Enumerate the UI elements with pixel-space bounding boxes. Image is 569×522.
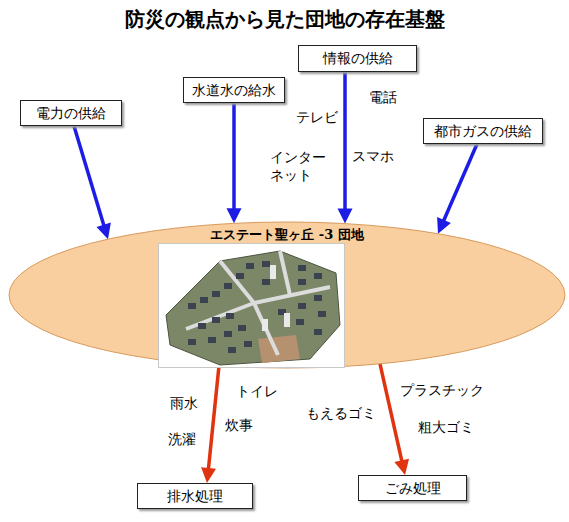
supply-arrow bbox=[201, 366, 219, 483]
flow-label: 炊事 bbox=[225, 416, 253, 434]
estate-name: エステート聖ヶ丘 -3 団地 bbox=[8, 221, 566, 242]
estate-ellipse: エステート聖ヶ丘 -3 団地 bbox=[8, 221, 566, 369]
flow-label: テレビ bbox=[296, 108, 338, 126]
supply-arrow bbox=[437, 144, 477, 234]
arrow-shaft bbox=[343, 72, 347, 211]
supply-box: 水道水の給水 bbox=[183, 77, 285, 103]
flow-label: 粗大ゴミ bbox=[418, 418, 474, 436]
arrow-head bbox=[338, 209, 353, 224]
arrow-shaft bbox=[74, 126, 104, 227]
arrow-shaft bbox=[208, 366, 219, 470]
supply-box: ごみ処理 bbox=[358, 475, 467, 501]
estate-illustration bbox=[158, 243, 345, 368]
flow-label: 電話 bbox=[369, 88, 397, 106]
arrow-head bbox=[437, 217, 451, 234]
supply-arrow bbox=[227, 103, 242, 223]
flow-label: 雨水 bbox=[170, 394, 198, 412]
field bbox=[258, 335, 300, 363]
supply-box: 情報の供給 bbox=[298, 45, 417, 72]
arrow-head bbox=[394, 459, 409, 475]
road bbox=[254, 287, 330, 303]
arrow-shaft bbox=[232, 103, 236, 210]
flow-label: トイレ bbox=[236, 382, 278, 400]
supply-arrow bbox=[380, 364, 409, 475]
arrow-head bbox=[201, 467, 216, 483]
supply-box: 都市ガスの供給 bbox=[423, 118, 543, 144]
box-text: 排水処理 bbox=[167, 488, 223, 505]
flow-label: スマホ bbox=[352, 147, 394, 165]
white-buildings bbox=[262, 265, 290, 331]
supply-box: 電力の供給 bbox=[20, 100, 122, 126]
box-text: 水道水の給水 bbox=[192, 82, 276, 99]
supply-arrow bbox=[338, 72, 353, 224]
flow-label: プラスチック bbox=[400, 381, 484, 399]
estate-ground bbox=[166, 251, 340, 365]
flow-label: インター ネット bbox=[270, 148, 332, 184]
box-text: 都市ガスの供給 bbox=[434, 123, 532, 140]
flow-label: 洗濯 bbox=[168, 430, 196, 448]
diagram-title: 防災の観点から見た団地の存在基盤 bbox=[0, 6, 569, 32]
box-text: 情報の供給 bbox=[323, 50, 393, 67]
picture-frame bbox=[159, 244, 345, 368]
ellipse-shape bbox=[9, 222, 565, 368]
arrow-head bbox=[227, 208, 242, 223]
arrow-head bbox=[97, 223, 111, 240]
box-text: 電力の供給 bbox=[36, 105, 106, 122]
houses bbox=[188, 261, 326, 353]
supply-arrow bbox=[74, 126, 111, 239]
arrow-shaft bbox=[443, 144, 477, 222]
flow-label: もえるゴミ bbox=[306, 404, 376, 422]
road bbox=[220, 261, 278, 355]
arrow-shaft bbox=[380, 364, 402, 463]
roads bbox=[186, 251, 330, 355]
road bbox=[280, 251, 290, 295]
supply-box: 排水処理 bbox=[137, 483, 253, 509]
box-text: ごみ処理 bbox=[385, 480, 441, 497]
